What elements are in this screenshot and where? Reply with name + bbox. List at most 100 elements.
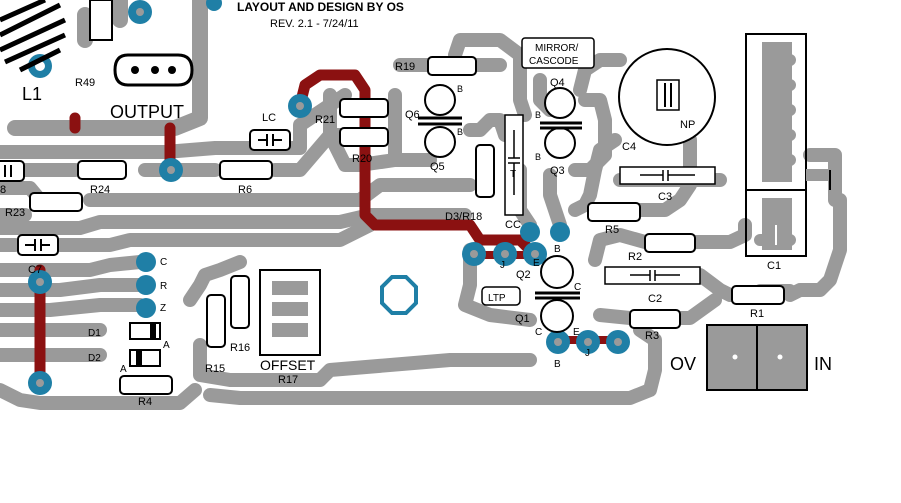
resistor-r2: R2 [628,233,696,263]
r6-label: R6 [238,184,252,196]
transistor-q6: Q6 B [405,84,463,121]
pad [520,222,540,242]
cascode-label: CASCODE [529,56,579,67]
output-connector: OUTPUT [110,53,194,122]
resistor-r24: R24 [77,160,127,196]
r21-label: R21 [315,114,335,126]
q4-base-label: B [535,110,541,120]
r20-label: R20 [352,153,372,165]
transistor-q1: Q1 C E B [515,296,580,370]
ltp-label: LTP [488,293,506,304]
resistor-r20: R20 [339,127,389,165]
q1-label: Q1 [515,313,530,325]
r19-label: R19 [395,61,415,73]
q1-base-label: B [554,359,561,370]
transistor-q5: Q5 B [418,122,463,173]
resistor-r23: R23 [5,192,83,219]
transistor-q3: Q3 B [535,126,582,177]
q2-collector-label: C [574,282,581,293]
resistor-d3-r18: D3/R18 [445,144,495,223]
d1-label: D1 [88,328,101,339]
capacitor-c2: C2 [604,266,701,305]
resistor-r1: R1 [731,285,785,320]
mounting-hole [380,275,418,315]
q2-label: Q2 [516,269,531,281]
q3-base-label: B [535,152,541,162]
r8-label: 8 [0,184,6,196]
c4-label: C4 [622,141,636,153]
r1-label: R1 [750,308,764,320]
offset-label: OFFSET [260,357,316,373]
copper-traces [0,0,847,410]
pad [606,330,630,354]
solder-pads [28,0,630,395]
ov-label: OV [670,354,696,374]
resistor-r15: R15 [205,294,226,375]
t-label: T [510,169,516,180]
pad [28,270,52,294]
q1-collector-label: C [535,327,542,338]
q5-label: Q5 [430,161,445,173]
pad [288,94,312,118]
c1-label: C1 [767,260,781,272]
r3-label: R3 [645,330,659,342]
q3-label: Q3 [550,165,565,177]
pad [136,275,156,295]
transistor-q4: Q4 B [535,77,582,125]
diode-d2: D2 A [88,349,161,375]
q6-label: Q6 [405,109,420,121]
pad [546,330,570,354]
q2-emitter-label: E [533,258,540,269]
capacitor-cc: T CC [504,114,524,231]
pin-header-crz: C R Z [160,257,167,314]
inductor-l1: L1 R49 [0,0,113,104]
power-input-terminals: OV IN [670,324,832,391]
c2-label: C2 [648,293,662,305]
pad [28,371,52,395]
r2-label: R2 [628,251,642,263]
resistor-r6: R6 [219,160,273,196]
pin-c-label: C [160,257,167,268]
resistor-r4: R4 [119,375,173,408]
resistor-r3: R3 [629,309,681,342]
pad [28,54,52,78]
q4-label: Q4 [550,77,565,89]
c3-label: C3 [658,191,672,203]
mirror-cascode-box: MIRROR/ CASCODE [521,37,595,69]
pad [128,0,152,24]
r5-label: R5 [605,224,619,236]
resistor-r21: R21 [315,98,389,126]
credits-line-2: REV. 2.1 - 7/24/11 [270,18,359,30]
resistor-r5: R5 [587,202,641,236]
lc-label: LC [262,112,276,124]
q1-emitter-label: E [573,327,580,338]
resistor-r16: R16 [230,275,250,354]
d2-anode-label: A [120,364,127,375]
jumper-j1-label: J [500,260,505,271]
jumper-j2-label: J [585,348,590,359]
pad [462,242,486,266]
q5-base-label: B [457,127,463,137]
offset-trimmer-r17: OFFSET R17 [259,269,321,386]
pad [493,242,517,266]
credits-line-1: LAYOUT AND DESIGN BY OS [237,0,404,14]
pin-r-label: R [160,281,167,292]
capacitor-c3: C3 [619,166,716,203]
diode-d1: D1 A [88,322,170,351]
pad [576,330,600,354]
pad [523,242,547,266]
r17-label: R17 [278,374,298,386]
in-label: IN [814,354,832,374]
r16-label: R16 [230,342,250,354]
r23-label: R23 [5,207,25,219]
pad [159,158,183,182]
resistor-r19: R19 [395,56,477,76]
pad [550,222,570,242]
r24-label: R24 [90,184,110,196]
pad [206,0,222,11]
d2-label: D2 [88,353,101,364]
capacitor-c7: C7 [17,234,59,276]
output-label: OUTPUT [110,102,184,122]
d3r18-label: D3/R18 [445,211,482,223]
